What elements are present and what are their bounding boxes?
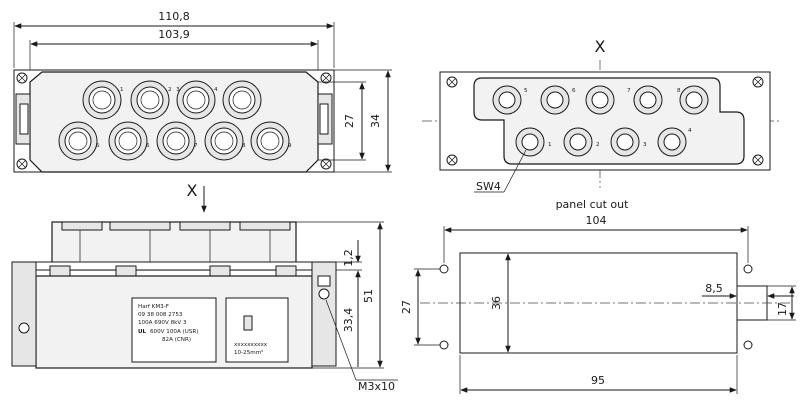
dim-height-inner: 27 bbox=[343, 114, 356, 128]
dim-notch-height: 17 bbox=[776, 302, 789, 316]
rear-contact bbox=[563, 127, 593, 157]
rear-contact bbox=[585, 85, 615, 115]
front-contact bbox=[82, 80, 122, 120]
dim-height-outer: 34 bbox=[369, 114, 382, 128]
dim-inner-height: 36 bbox=[490, 296, 503, 310]
dim-top-width: 104 bbox=[586, 214, 607, 227]
dim-top-offset: 1,2 bbox=[342, 249, 355, 267]
mounting-hole bbox=[439, 340, 449, 350]
dim-overall-height: 51 bbox=[362, 289, 375, 303]
front-view: 1 2 3 4 5 6 7 8 9 110,8 103,9 27 34 bbox=[13, 10, 392, 173]
front-contact bbox=[250, 121, 290, 161]
side-right-clip bbox=[311, 261, 337, 367]
dim-overall-width: 110,8 bbox=[158, 10, 190, 23]
contact-number: 3 bbox=[176, 87, 180, 93]
mounting-hole bbox=[439, 264, 449, 274]
label-line: 600V 100A (USR) bbox=[150, 329, 198, 335]
label-line: 09 38 008 2753 bbox=[138, 312, 183, 318]
front-screw-br bbox=[320, 158, 332, 170]
dim-lower-height: 33,4 bbox=[342, 308, 355, 333]
contact-number: 6 bbox=[146, 143, 150, 149]
side-left-clip bbox=[11, 261, 37, 367]
front-contact bbox=[58, 121, 98, 161]
wrench-size-callout: SW4 bbox=[476, 180, 501, 193]
rear-contact bbox=[492, 85, 522, 115]
label-line: 82A (CNR) bbox=[162, 337, 191, 343]
dim-bottom-width: 95 bbox=[591, 374, 605, 387]
contact-number: 4 bbox=[214, 87, 218, 93]
dim-notch-width: 8,5 bbox=[705, 282, 723, 295]
rear-contact bbox=[515, 127, 545, 157]
dim-inner-width: 103,9 bbox=[158, 28, 190, 41]
contact-number: 8 bbox=[242, 143, 246, 149]
contact-number: 5 bbox=[96, 143, 100, 149]
mounting-hole bbox=[743, 340, 753, 350]
contact-number: 2 bbox=[596, 142, 600, 148]
screw-callout: M3x10 bbox=[358, 380, 395, 393]
section-marker-x: X bbox=[595, 37, 606, 56]
rear-contact bbox=[657, 127, 687, 157]
ul-mark: UL bbox=[138, 329, 147, 335]
front-screw-bl bbox=[16, 158, 28, 170]
label-line: xxxxxxxxxx bbox=[234, 342, 268, 348]
side-view: X Harf KM3-F 09 38 008 2753 100A 690V 8k… bbox=[11, 181, 398, 393]
contact-number: 9 bbox=[288, 143, 292, 149]
rear-contact bbox=[540, 85, 570, 115]
front-contact bbox=[156, 121, 196, 161]
front-contact bbox=[204, 121, 244, 161]
front-contact bbox=[176, 80, 216, 120]
contact-number: 4 bbox=[688, 128, 692, 134]
front-contact bbox=[130, 80, 170, 120]
dim-left-height: 27 bbox=[400, 300, 413, 314]
front-contact bbox=[108, 121, 148, 161]
section-marker-x: X bbox=[187, 181, 198, 200]
label-line: 10-25mm² bbox=[234, 349, 263, 356]
contact-number: 2 bbox=[168, 87, 172, 93]
front-contact bbox=[222, 80, 262, 120]
front-screw-tl bbox=[16, 72, 28, 84]
contact-number: 7 bbox=[627, 88, 631, 94]
product-label bbox=[131, 297, 217, 363]
side-screw-right bbox=[318, 288, 330, 300]
side-screw-left bbox=[18, 322, 30, 334]
contact-number: 1 bbox=[548, 142, 552, 148]
front-screw-tr bbox=[320, 72, 332, 84]
wire-label bbox=[225, 297, 289, 363]
contact-number: 1 bbox=[120, 87, 124, 93]
panel-cutout-title: panel cut out bbox=[556, 198, 630, 211]
label-line: Harf KM3-F bbox=[138, 304, 169, 310]
rear-contact bbox=[633, 85, 663, 115]
label-line: 100A 690V 8kV 3 bbox=[138, 320, 187, 326]
contact-number: 3 bbox=[643, 142, 647, 148]
panel-cutout-view: panel cut out 104 95 27 36 8,5 bbox=[400, 198, 796, 394]
contact-number: 7 bbox=[194, 143, 198, 149]
contact-number: 5 bbox=[524, 88, 528, 94]
contact-number: 6 bbox=[572, 88, 576, 94]
rear-view: X 1 2 3 4 5 6 7 8 SW4 bbox=[422, 37, 782, 193]
ground-symbol-icon bbox=[243, 315, 253, 331]
contact-number: 8 bbox=[677, 88, 681, 94]
mounting-hole bbox=[743, 264, 753, 274]
rear-contact bbox=[679, 85, 709, 115]
rear-contact bbox=[610, 127, 640, 157]
